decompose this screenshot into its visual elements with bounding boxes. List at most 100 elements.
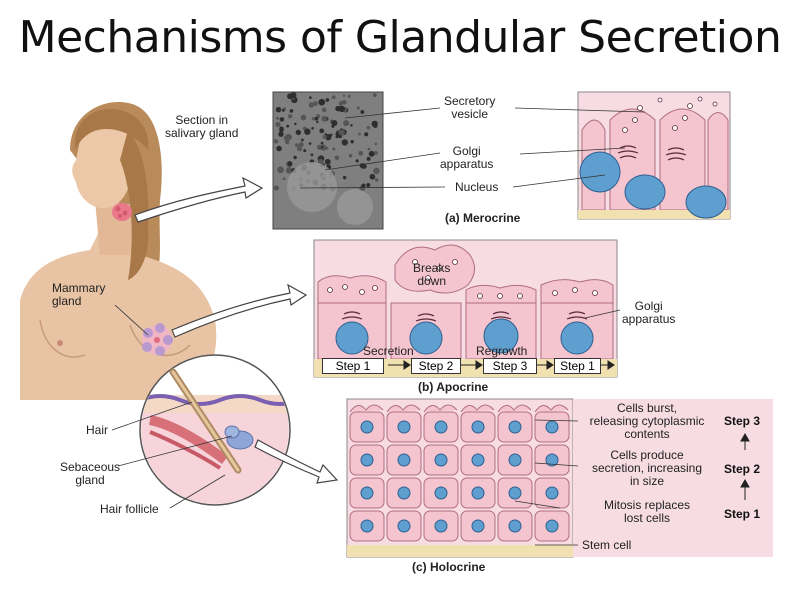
secretory-granule	[320, 145, 324, 149]
cell-nucleus	[545, 486, 559, 500]
secretory-granule	[308, 102, 315, 108]
skin-inset	[139, 354, 291, 506]
secretory-granule	[339, 103, 342, 106]
secretory-granule	[366, 156, 371, 161]
secretory-granule	[320, 141, 324, 145]
secretory-granule	[368, 150, 375, 157]
holocrine-step-arrows	[740, 432, 750, 500]
nucleus-label: Nucleus	[455, 180, 499, 194]
secretory-granule	[318, 98, 326, 106]
secretory-granule	[314, 116, 319, 121]
cell-nucleus	[471, 420, 485, 434]
cell-nucleus	[434, 420, 448, 434]
secretory-granule	[358, 132, 361, 136]
cell-nucleus	[434, 519, 448, 533]
cell-nucleus	[434, 453, 448, 467]
secretory-granule	[361, 183, 366, 188]
cell-nucleus	[471, 453, 485, 467]
hair-follicle-label: Hair follicle	[100, 502, 159, 516]
secretory-granule	[338, 105, 345, 113]
secretory-granule	[360, 109, 365, 114]
secretory-granule	[293, 155, 297, 160]
secretory-granule	[308, 142, 312, 145]
regrowth-label: Regrowth	[476, 344, 528, 358]
secretory-granule	[297, 146, 303, 152]
secretory-granule	[335, 135, 339, 139]
secretory-granule	[298, 142, 304, 148]
secretory-granule	[356, 106, 360, 110]
secretory-granule	[374, 150, 378, 155]
cell-nucleus	[508, 519, 522, 533]
merocrine-cells	[577, 91, 731, 220]
secretory-granule	[279, 117, 285, 122]
cell-nucleus	[360, 453, 374, 467]
cell-nucleus	[360, 519, 374, 533]
cell-nucleus	[545, 453, 559, 467]
apocrine-step-box: Step 1	[554, 358, 601, 374]
secretory-granule	[273, 185, 279, 191]
mammary-gland-label: Mammary gland	[52, 281, 106, 308]
secretory-granule	[369, 173, 376, 180]
breaks-down-label: Breaks down	[413, 261, 451, 288]
golgi-apparatus-label: Golgi apparatus	[440, 144, 494, 171]
secretory-granule	[285, 167, 293, 174]
hair-label: Hair	[86, 423, 109, 437]
secretory-granule	[310, 153, 314, 157]
secretory-granule	[275, 116, 279, 120]
secretion-label: Secretion	[363, 344, 414, 358]
cell-nucleus	[360, 420, 374, 434]
secretory-granule	[287, 114, 293, 119]
secretory-granule	[331, 120, 338, 127]
secretory-granule	[276, 145, 282, 152]
secretory-granule	[278, 131, 284, 137]
holocrine-step-1-label: Step 1	[724, 507, 761, 521]
secretory-granule	[289, 109, 294, 113]
secretory-granule	[342, 99, 347, 105]
secretory-granule	[355, 159, 359, 163]
bursting-cell-top	[386, 404, 421, 413]
bursting-cell-top	[423, 404, 458, 413]
woman-figure	[20, 102, 217, 400]
secretory-granule	[317, 158, 324, 165]
secretory-granule	[338, 129, 345, 136]
secretory-granule	[285, 140, 290, 145]
secretory-granule	[319, 128, 325, 134]
secretory-granule	[286, 124, 290, 128]
secretory-granule	[277, 166, 284, 174]
secretory-granule	[282, 177, 286, 181]
holocrine-step-2-text: Cells produce secretion, increasing in s…	[578, 449, 716, 488]
cell-nucleus	[397, 519, 411, 533]
apocrine-step-box: Step 3	[483, 358, 537, 374]
apocrine-step-box: Step 1	[322, 358, 384, 374]
secretory-granule	[321, 107, 327, 113]
secretory-granule	[316, 120, 319, 124]
secretory-granule	[321, 115, 328, 122]
secretory-granule	[294, 122, 297, 126]
merocrine-caption: (a) Merocrine	[445, 211, 521, 225]
holocrine-step-3-text: Cells burst, releasing cytoplasmic conte…	[578, 402, 716, 441]
secretory-granule	[372, 93, 377, 98]
secretory-granule	[374, 178, 379, 182]
secretory-granule	[366, 183, 371, 188]
secretory-granule	[311, 117, 316, 121]
secretory-granule	[300, 138, 304, 142]
cell-nucleus	[360, 486, 374, 500]
cell-nucleus	[397, 453, 411, 467]
connector-arrows	[134, 176, 339, 484]
secretory-granule	[325, 134, 332, 141]
secretory-granule	[325, 98, 330, 102]
cell-nucleus	[471, 519, 485, 533]
holocrine-caption: (c) Holocrine	[412, 560, 486, 574]
secretory-granule	[311, 126, 314, 130]
secretory-granule	[350, 140, 354, 144]
secretory-granule	[322, 134, 327, 139]
secretory-granule	[324, 158, 331, 165]
secretory-granule	[275, 106, 282, 113]
sebaceous-gland-label: Sebaceous gland	[60, 460, 121, 487]
secretory-granule	[273, 139, 279, 144]
cell-nucleus	[508, 486, 522, 500]
cell-nucleus	[397, 486, 411, 500]
bursting-cell-top	[497, 404, 532, 413]
secretory-granule	[279, 126, 284, 131]
secretory-granule	[300, 114, 307, 121]
